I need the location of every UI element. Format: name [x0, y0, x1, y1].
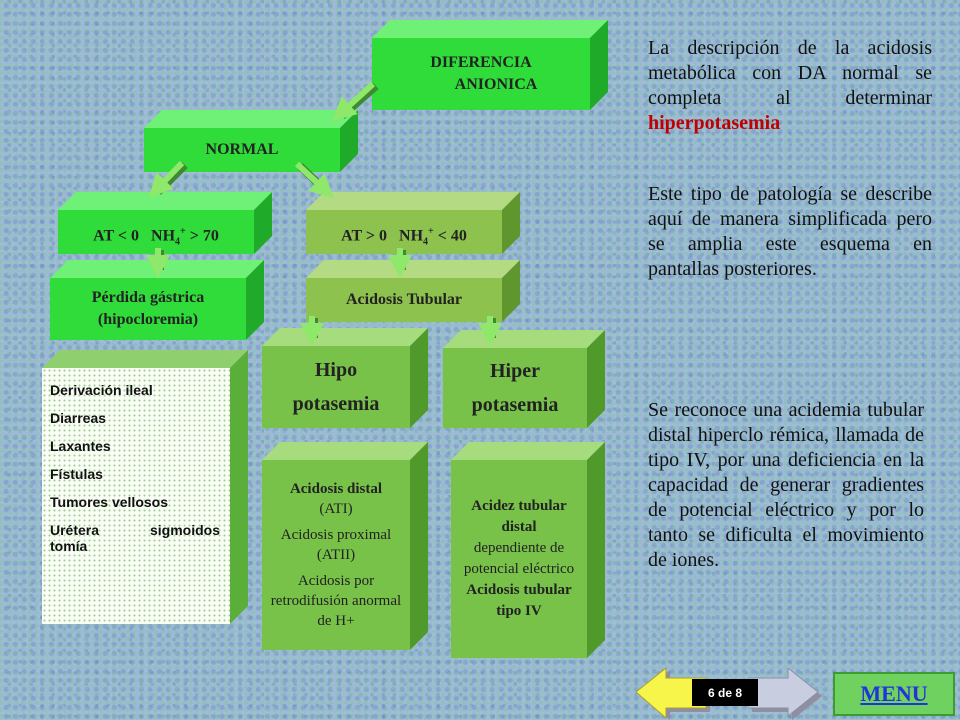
hipo-detail-2: Acidosis proximal (ATII): [280, 527, 392, 563]
paragraph-1: La descripción de la acidosis metabólica…: [648, 36, 932, 136]
cause-last-part-b: sigmoidos: [149, 522, 220, 538]
hiper-detail-box: Acidez tubular distal dependiente de pot…: [451, 442, 605, 658]
cause-item-last: Urétera sigmoidos: [50, 522, 220, 538]
hiper-label-1: Hiper: [490, 360, 540, 382]
normal-box: NORMAL: [144, 110, 358, 172]
diferencia-label-1: DIFERENCIA: [430, 54, 532, 71]
hiper-detail-3: Acidosis tubular tipo IV: [466, 582, 572, 619]
acidosis-tubular-box: Acidosis Tubular: [306, 260, 520, 322]
perdida-label-2: (hipocloremia): [97, 311, 199, 328]
hipopotasemia-box: Hipo potasemia: [262, 328, 428, 428]
at-left-value: > 70: [185, 227, 219, 245]
hipo-label-1: Hipo: [314, 359, 358, 381]
diferencia-anionica-box: DIFERENCIA ANIONICA: [372, 20, 608, 110]
cause-item: Diarreas: [50, 410, 107, 426]
hiper-detail-2: dependiente de potencial eléctrico: [463, 540, 575, 577]
at-right-label: AT > 0 NH: [341, 227, 424, 245]
right-arrow-icon: [748, 668, 822, 720]
cause-item: Laxantes: [50, 438, 111, 454]
cause-item: Tumores vellosos: [50, 494, 169, 510]
hipo-detail-1b: (ATI): [319, 501, 353, 517]
hipo-detail-box: Acidosis distal (ATI) Acidosis proximal …: [262, 442, 428, 650]
page-indicator: 6 de 8: [692, 679, 758, 706]
hipo-label-2: potasemia: [292, 393, 380, 415]
cause-item: Fístulas: [50, 466, 103, 482]
menu-button[interactable]: MENU: [833, 672, 955, 716]
at-left-sup: +: [180, 226, 186, 237]
paragraph-2: Este tipo de patología se describe aquí …: [648, 183, 932, 280]
paragraph-3: Se reconoce una acidemia tubular distal …: [648, 399, 924, 571]
normal-label: NORMAL: [205, 141, 279, 158]
at-left-sub: 4: [175, 236, 181, 248]
paragraph-1-text: La descripción de la acidosis metabólica…: [648, 37, 932, 109]
perdida-label-1: Pérdida gástrica: [91, 289, 205, 306]
at-right-box: AT > 0 NH4+ < 40: [306, 192, 520, 254]
hipo-detail-3: Acidosis por retrodifusión anormal de H+: [270, 573, 402, 629]
hipo-detail-1a: Acidosis distal: [289, 481, 383, 497]
hiper-detail-1: Acidez tubular distal: [471, 498, 567, 535]
cause-last-part-c: tomía: [50, 538, 88, 554]
diferencia-label-2: ANIONICA: [454, 76, 538, 93]
at-left-box: AT < 0 NH4+ > 70: [58, 192, 272, 254]
at-right-value: < 40: [433, 227, 467, 245]
cause-item: Derivación ileal: [50, 382, 153, 398]
acidosis-tubular-label: Acidosis Tubular: [345, 291, 463, 308]
perdida-gastrica-box: Pérdida gástrica (hipocloremia): [50, 260, 264, 340]
cause-last-part-a: Urétera: [50, 522, 100, 538]
at-right-sub: 4: [423, 236, 429, 248]
causes-list-box: Derivación ileal Diarreas Laxantes Fístu…: [42, 350, 248, 624]
at-right-sup: +: [428, 226, 434, 237]
forward-arrow-button[interactable]: [748, 668, 822, 720]
at-left-label: AT < 0 NH: [93, 227, 176, 245]
hiperpotasemia-highlight: hiperpotasemia: [648, 112, 781, 134]
hiper-label-2: potasemia: [471, 394, 559, 416]
hiperpotasemia-box: Hiper potasemia: [443, 330, 605, 428]
